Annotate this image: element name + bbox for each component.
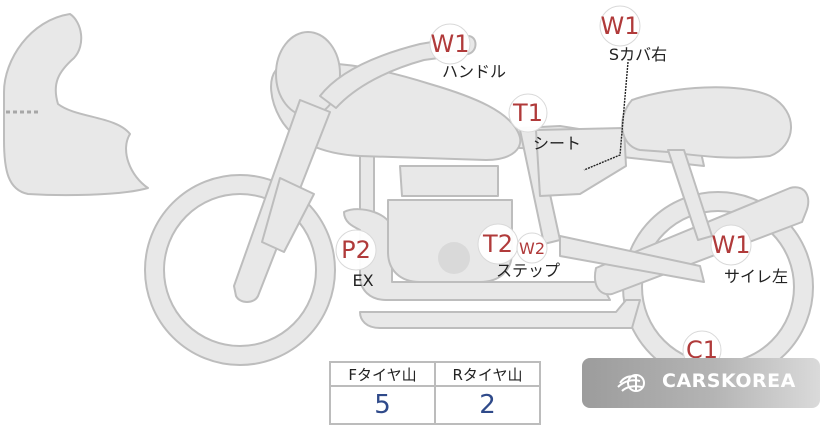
marker-code: T2 bbox=[482, 230, 513, 258]
carskorea-watermark: CARSKOREA bbox=[582, 358, 820, 408]
tire-tread-table: Fタイヤ山 Rタイヤ山 5 2 bbox=[329, 361, 541, 425]
marker-label: EX bbox=[352, 271, 373, 290]
front-fairing-part bbox=[3, 13, 149, 197]
damage-marker-side-cover-right: W1 Sカバ右 bbox=[599, 5, 667, 64]
rear-tire-value: 2 bbox=[434, 385, 541, 425]
marker-label: ハンドル bbox=[442, 62, 506, 81]
marker-label: ステップ bbox=[496, 261, 560, 280]
marker-code: W1 bbox=[431, 30, 470, 58]
marker-code: T1 bbox=[512, 99, 543, 127]
engine bbox=[399, 165, 499, 197]
marker-code: P2 bbox=[341, 236, 371, 264]
marker-label: シート bbox=[533, 134, 581, 153]
damage-marker-step-w2: W2 ステップ bbox=[496, 232, 560, 280]
front-tire-header: Fタイヤ山 bbox=[329, 361, 436, 387]
brand-name: CARSKOREA bbox=[662, 370, 796, 392]
marker-code: W1 bbox=[712, 231, 751, 259]
carskorea-logo-icon bbox=[617, 374, 645, 392]
damage-marker-exhaust: P2 EX bbox=[335, 229, 377, 290]
seat bbox=[621, 86, 792, 159]
damage-marker-step-t2: T2 bbox=[477, 223, 519, 265]
rear-tire-header: Rタイヤ山 bbox=[434, 361, 541, 387]
damage-marker-handlebar: W1 ハンドル bbox=[429, 23, 506, 81]
marker-code: W1 bbox=[601, 12, 640, 40]
front-tire-value: 5 bbox=[329, 385, 436, 425]
damage-marker-muffler-left: W1 サイレ左 bbox=[710, 224, 788, 286]
exhaust-pipe bbox=[343, 208, 611, 301]
marker-label: Sカバ右 bbox=[609, 45, 667, 64]
marker-code: W2 bbox=[519, 239, 545, 258]
damage-marker-seat: T1 シート bbox=[508, 93, 581, 153]
marker-label: サイレ左 bbox=[724, 267, 788, 286]
side-cover bbox=[535, 127, 627, 197]
